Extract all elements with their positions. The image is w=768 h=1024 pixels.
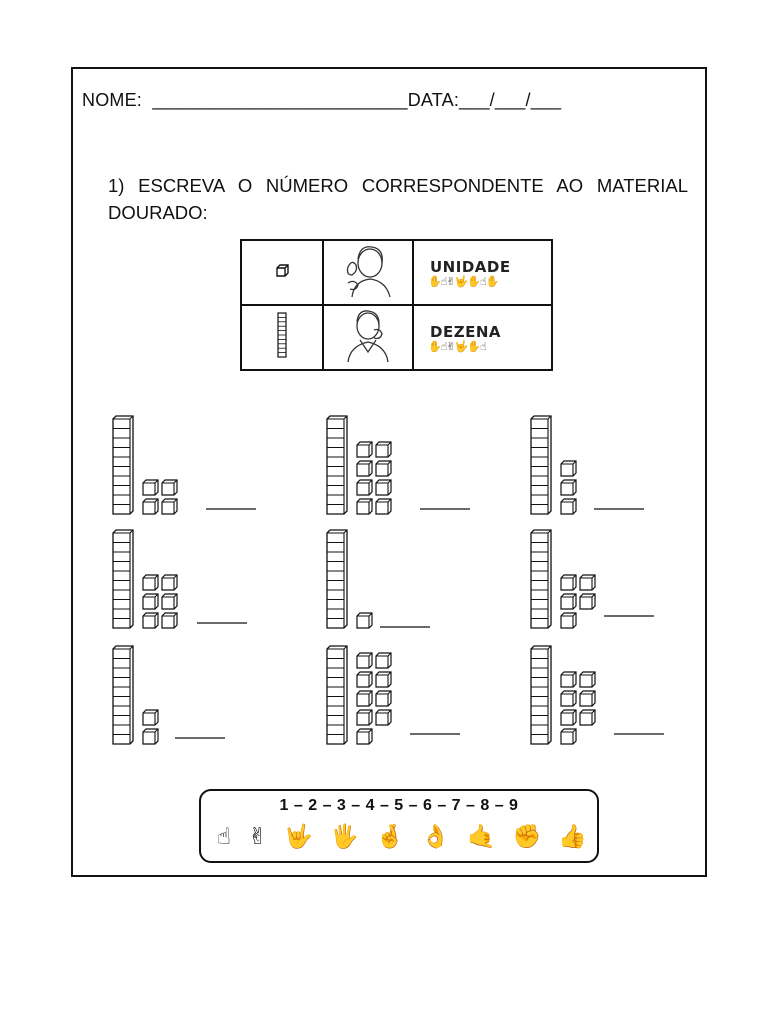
hand-sign-7-icon: 🤙	[466, 823, 496, 849]
header-line: NOME: _________________________DATA:___/…	[82, 90, 561, 111]
worksheet-frame	[71, 67, 707, 877]
sign-illustration-unidade	[322, 239, 414, 306]
hand-sign-4-icon: 🖐	[329, 823, 359, 849]
nome-label: NOME:	[82, 90, 143, 110]
sign-person-icon	[346, 246, 391, 298]
number-key-digits: 1 – 2 – 3 – 4 – 5 – 6 – 7 – 8 – 9	[279, 797, 519, 814]
exercise-1	[112, 415, 178, 515]
word-cell-unidade: UNIDADE ✋☝✌🤟✋☝✋	[412, 239, 553, 306]
nome-blank[interactable]: _________________________	[147, 90, 408, 110]
exercise-9	[530, 645, 596, 745]
number-key-box: 1 – 2 – 3 – 4 – 5 – 6 – 7 – 8 – 9 ☝ ✌ 🤟 🖐 🤞 👌…	[199, 789, 599, 863]
number-key-hands: ☝ ✌ 🤟 🖐 🤞 👌 🤙 ✊ 👍	[217, 823, 587, 850]
reference-row-unidade: UNIDADE ✋☝✌🤟✋☝✋	[240, 239, 553, 306]
sign-illustration-dezena	[322, 304, 414, 371]
hand-sign-6-icon: 👌	[421, 823, 450, 849]
reference-table: UNIDADE ✋☝✌🤟✋☝✋	[240, 239, 553, 371]
hand-sign-8-icon: ✊	[512, 823, 542, 849]
ten-rod-cell	[240, 304, 324, 371]
question-text: 1) ESCREVA O NÚMERO CORRESPONDENTE AO MA…	[108, 175, 688, 223]
data-label: DATA:	[407, 90, 460, 110]
hand-sign-2-icon: ✌	[248, 823, 268, 849]
reference-word-unidade: UNIDADE	[430, 257, 511, 276]
hand-sign-5-icon: 🤞	[375, 823, 405, 849]
exercise-3	[530, 415, 577, 515]
reference-word-dezena: DEZENA	[430, 322, 501, 341]
unit-cube-icon	[276, 264, 289, 277]
exercise-2	[326, 415, 392, 515]
fingerspelling-icon: ✋☝✌🤟✋☝	[428, 340, 487, 353]
data-blank[interactable]: ___/___/___	[459, 90, 562, 110]
exercise-8	[326, 645, 392, 745]
hand-sign-1-icon: ☝	[217, 823, 232, 849]
hand-sign-3-icon: 🤟	[284, 823, 313, 849]
exercise-5	[326, 529, 373, 629]
exercise-6	[530, 529, 596, 629]
fingerspelling-icon: ✋☝✌🤟✋☝✋	[428, 275, 499, 288]
sign-person-icon	[347, 310, 389, 363]
exercise-4	[112, 529, 178, 629]
reference-row-dezena: DEZENA ✋☝✌🤟✋☝	[240, 304, 553, 371]
word-cell-dezena: DEZENA ✋☝✌🤟✋☝	[412, 304, 553, 371]
ten-rod-icon	[277, 312, 287, 358]
exercise-7	[112, 645, 159, 745]
unit-cube-cell	[240, 239, 324, 306]
hand-sign-9-icon: 👍	[558, 823, 587, 849]
